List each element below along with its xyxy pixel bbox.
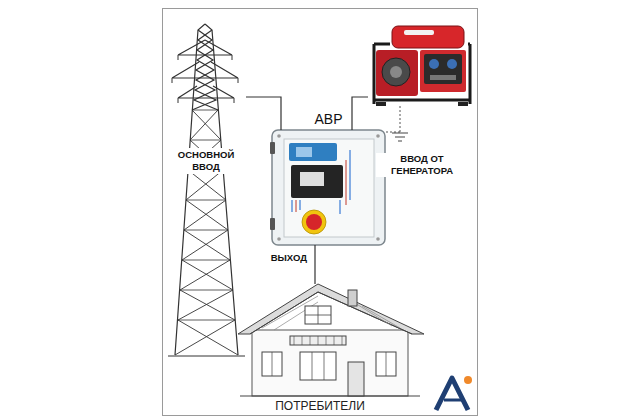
power-cable xyxy=(246,97,281,130)
edge-label: ВЫХОД xyxy=(269,252,309,264)
node-label: АВР xyxy=(312,111,344,127)
node-label: ОСНОВНОЙ ВВОД xyxy=(172,148,240,174)
power-cable xyxy=(352,97,368,130)
node-label: ПОТРЕБИТЕЛИ xyxy=(273,399,367,413)
generator xyxy=(374,26,470,106)
house xyxy=(238,284,424,396)
consumers-house: ПОТРЕБИТЕЛИ xyxy=(226,284,414,413)
power-line-input: ОСНОВНОЙ ВВОД xyxy=(166,22,246,358)
ground-symbol xyxy=(386,106,408,141)
power-cable xyxy=(314,245,315,284)
power-tower xyxy=(168,24,245,356)
transfer-switch: АВР xyxy=(272,130,385,245)
node-label: ВВОД ОТ ГЕНЕРАТОРА xyxy=(376,153,468,177)
generator-input: ВВОД ОТ ГЕНЕРАТОРА xyxy=(368,22,476,177)
transfer-switch-cabinet xyxy=(270,130,385,245)
logo xyxy=(436,376,472,410)
frame xyxy=(163,9,478,416)
